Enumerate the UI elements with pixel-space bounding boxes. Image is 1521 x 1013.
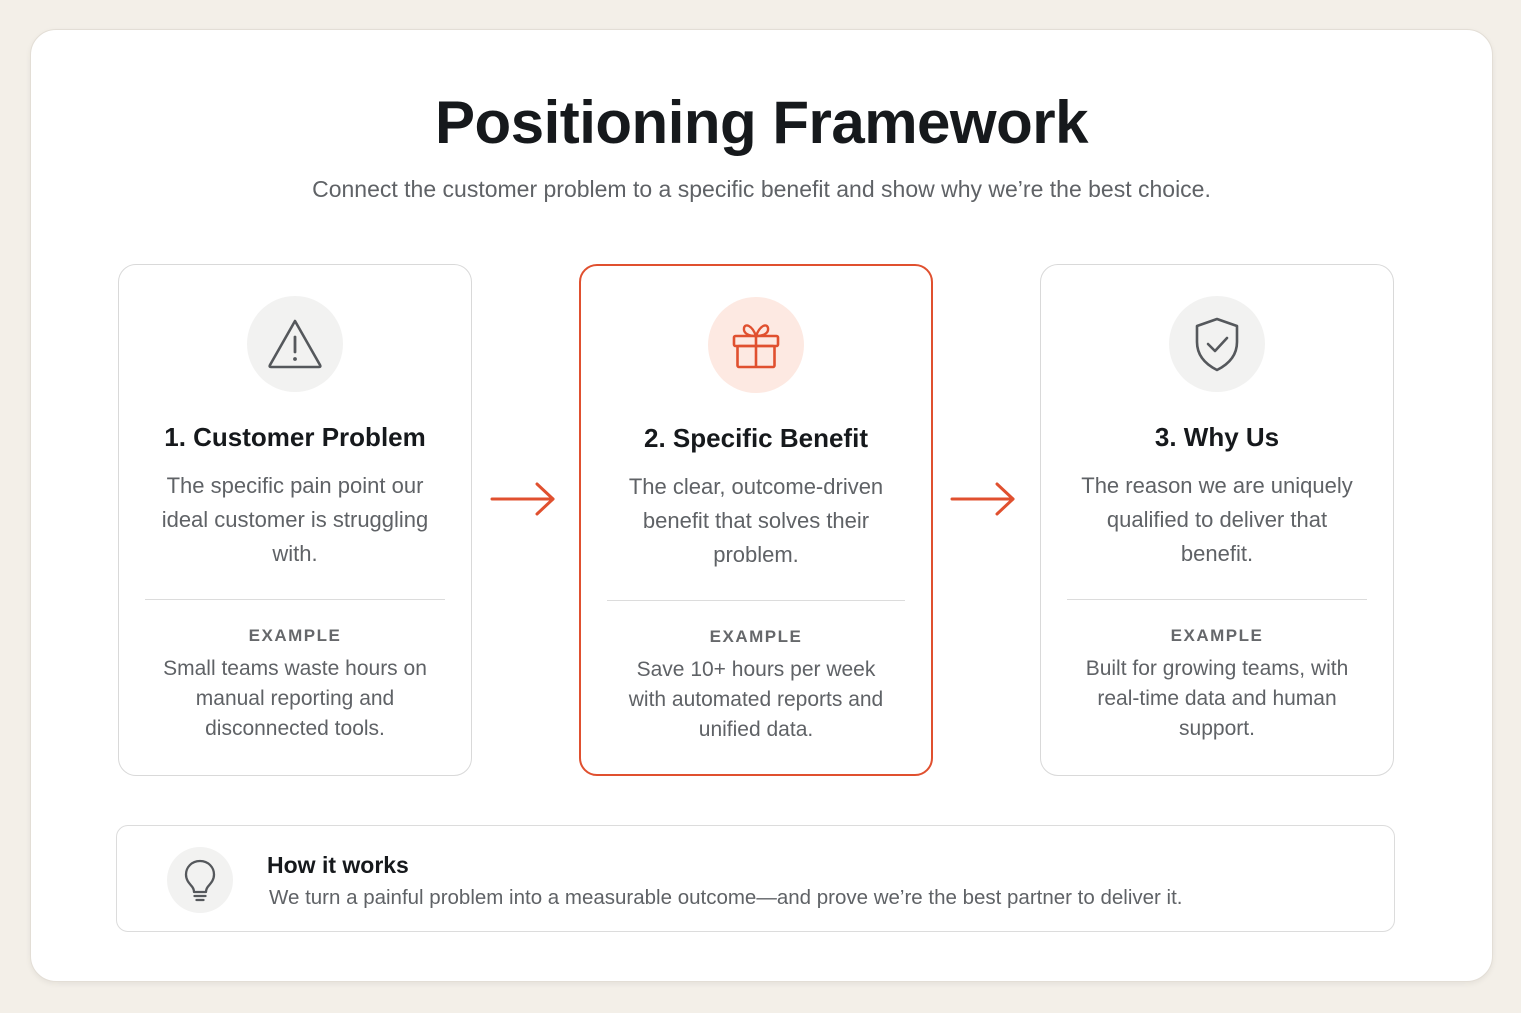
page-subtitle: Connect the customer problem to a specif… <box>312 176 1211 202</box>
example-label: EXAMPLE <box>1170 626 1264 645</box>
card-description: The reason we are uniquely qualified to … <box>1081 473 1353 566</box>
card-customer-problem: 1. Customer Problem The specific pain po… <box>118 264 472 776</box>
example-label: EXAMPLE <box>709 627 803 646</box>
card-divider <box>145 599 445 600</box>
framework-panel: Positioning Framework Connect the custom… <box>30 29 1493 982</box>
arrow-right-icon <box>490 482 555 516</box>
card-divider <box>1067 599 1367 600</box>
card-specific-benefit: 2. Specific Benefit The clear, outcome-d… <box>579 264 933 776</box>
card-description: The specific pain point our ideal custom… <box>161 473 429 566</box>
how-it-works-box: How it works We turn a painful problem i… <box>116 825 1395 932</box>
lightbulb-icon <box>167 847 233 913</box>
example-label: EXAMPLE <box>248 626 342 645</box>
how-it-works-title: How it works <box>267 852 409 878</box>
example-text: Small teams waste hours on manual report… <box>163 657 427 740</box>
page-title: Positioning Framework <box>435 89 1088 156</box>
card-title: 2. Specific Benefit <box>644 423 868 453</box>
warning-triangle-icon <box>247 296 343 392</box>
gift-icon <box>708 297 804 393</box>
card-title: 3. Why Us <box>1154 422 1280 452</box>
card-divider <box>607 600 905 601</box>
arrow-right-icon <box>950 482 1015 516</box>
card-why-us: 3. Why Us The reason we are uniquely qua… <box>1040 264 1394 776</box>
how-it-works-text: We turn a painful problem into a measura… <box>269 886 1183 909</box>
example-text: Save 10+ hours per week with automated r… <box>628 658 884 741</box>
card-title: 1. Customer Problem <box>164 422 426 452</box>
card-description: The clear, outcome-driven benefit that s… <box>628 474 884 567</box>
example-text: Built for growing teams, with real-time … <box>1085 657 1349 740</box>
shield-check-icon <box>1169 296 1265 392</box>
